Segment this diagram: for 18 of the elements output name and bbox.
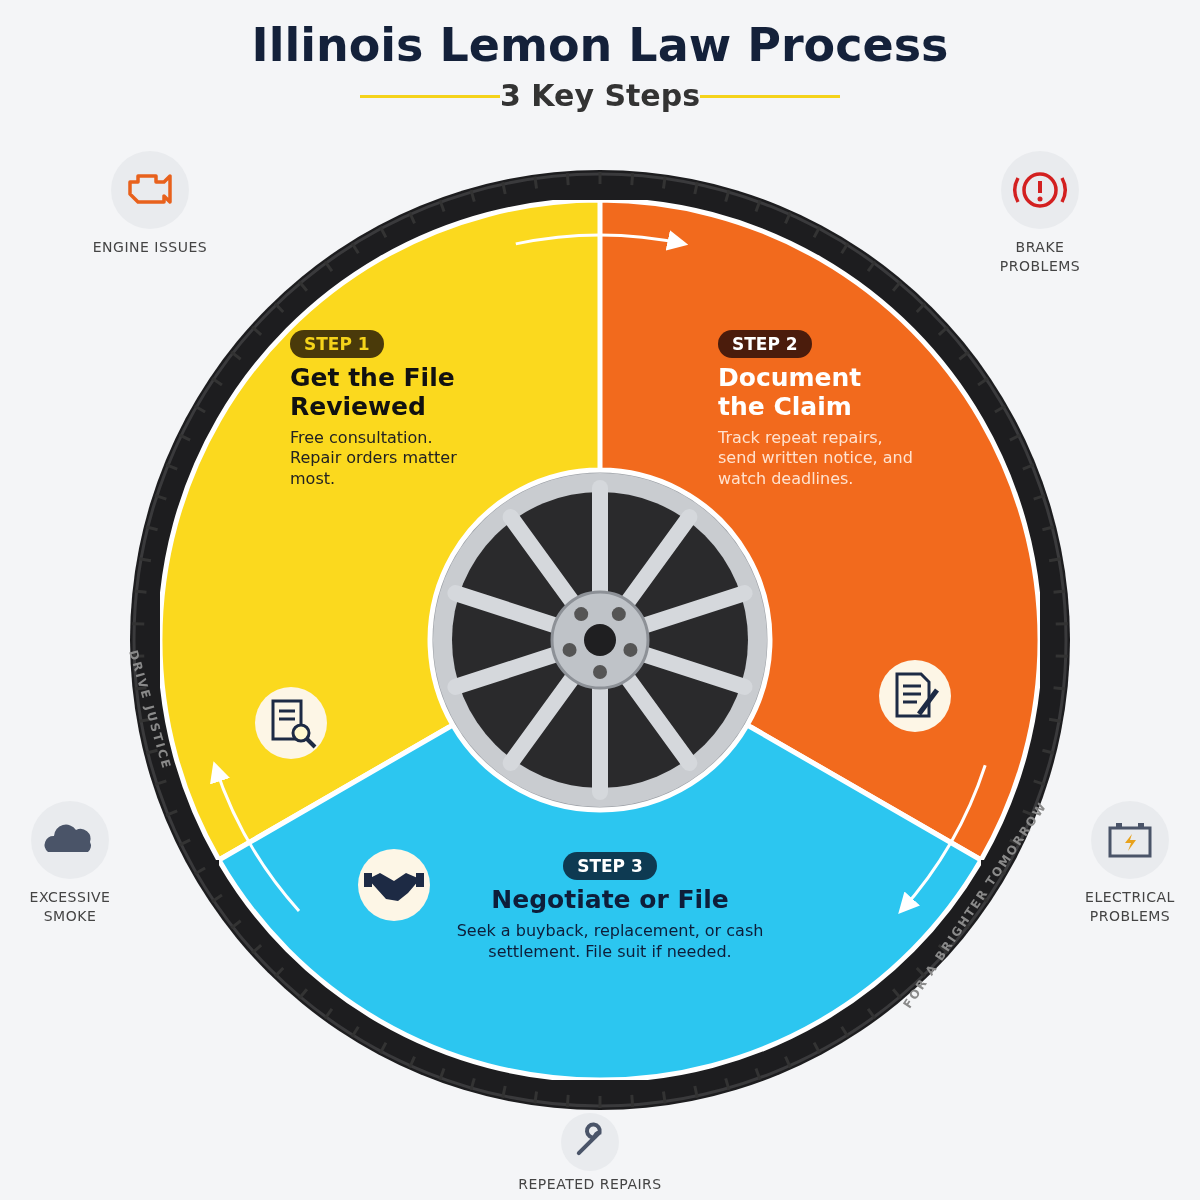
symptom-label: ENGINE ISSUES [91,238,209,257]
step-title: Document the Claim [718,364,863,422]
symptom-label: REPEATED REPAIRS [517,1175,663,1194]
step-badge: STEP 1 [290,330,384,358]
symptom-label: EXCESSIVE SMOKE [28,888,112,926]
arrow [211,761,301,912]
title: Illinois Lemon Law Process [250,18,950,72]
arrow [515,230,689,252]
step-title: Negotiate or File [490,886,730,915]
arrow [898,764,987,915]
step-description: Seek a buyback, replacement, or cash settlement. File suit if needed. [455,920,765,963]
symptom-label: BRAKE PROBLEMS [998,238,1082,276]
step-badge: STEP 2 [718,330,812,358]
step-description: Free consultation. Repair orders matter most. [290,427,458,490]
step-description: Track repeat repairs, send written notice, and watch deadlines. [718,427,913,490]
step-title: Get the File Reviewed [290,364,456,422]
step-badge: STEP 3 [563,852,657,880]
symptom-label: ELECTRICAL PROBLEMS [1084,888,1176,926]
